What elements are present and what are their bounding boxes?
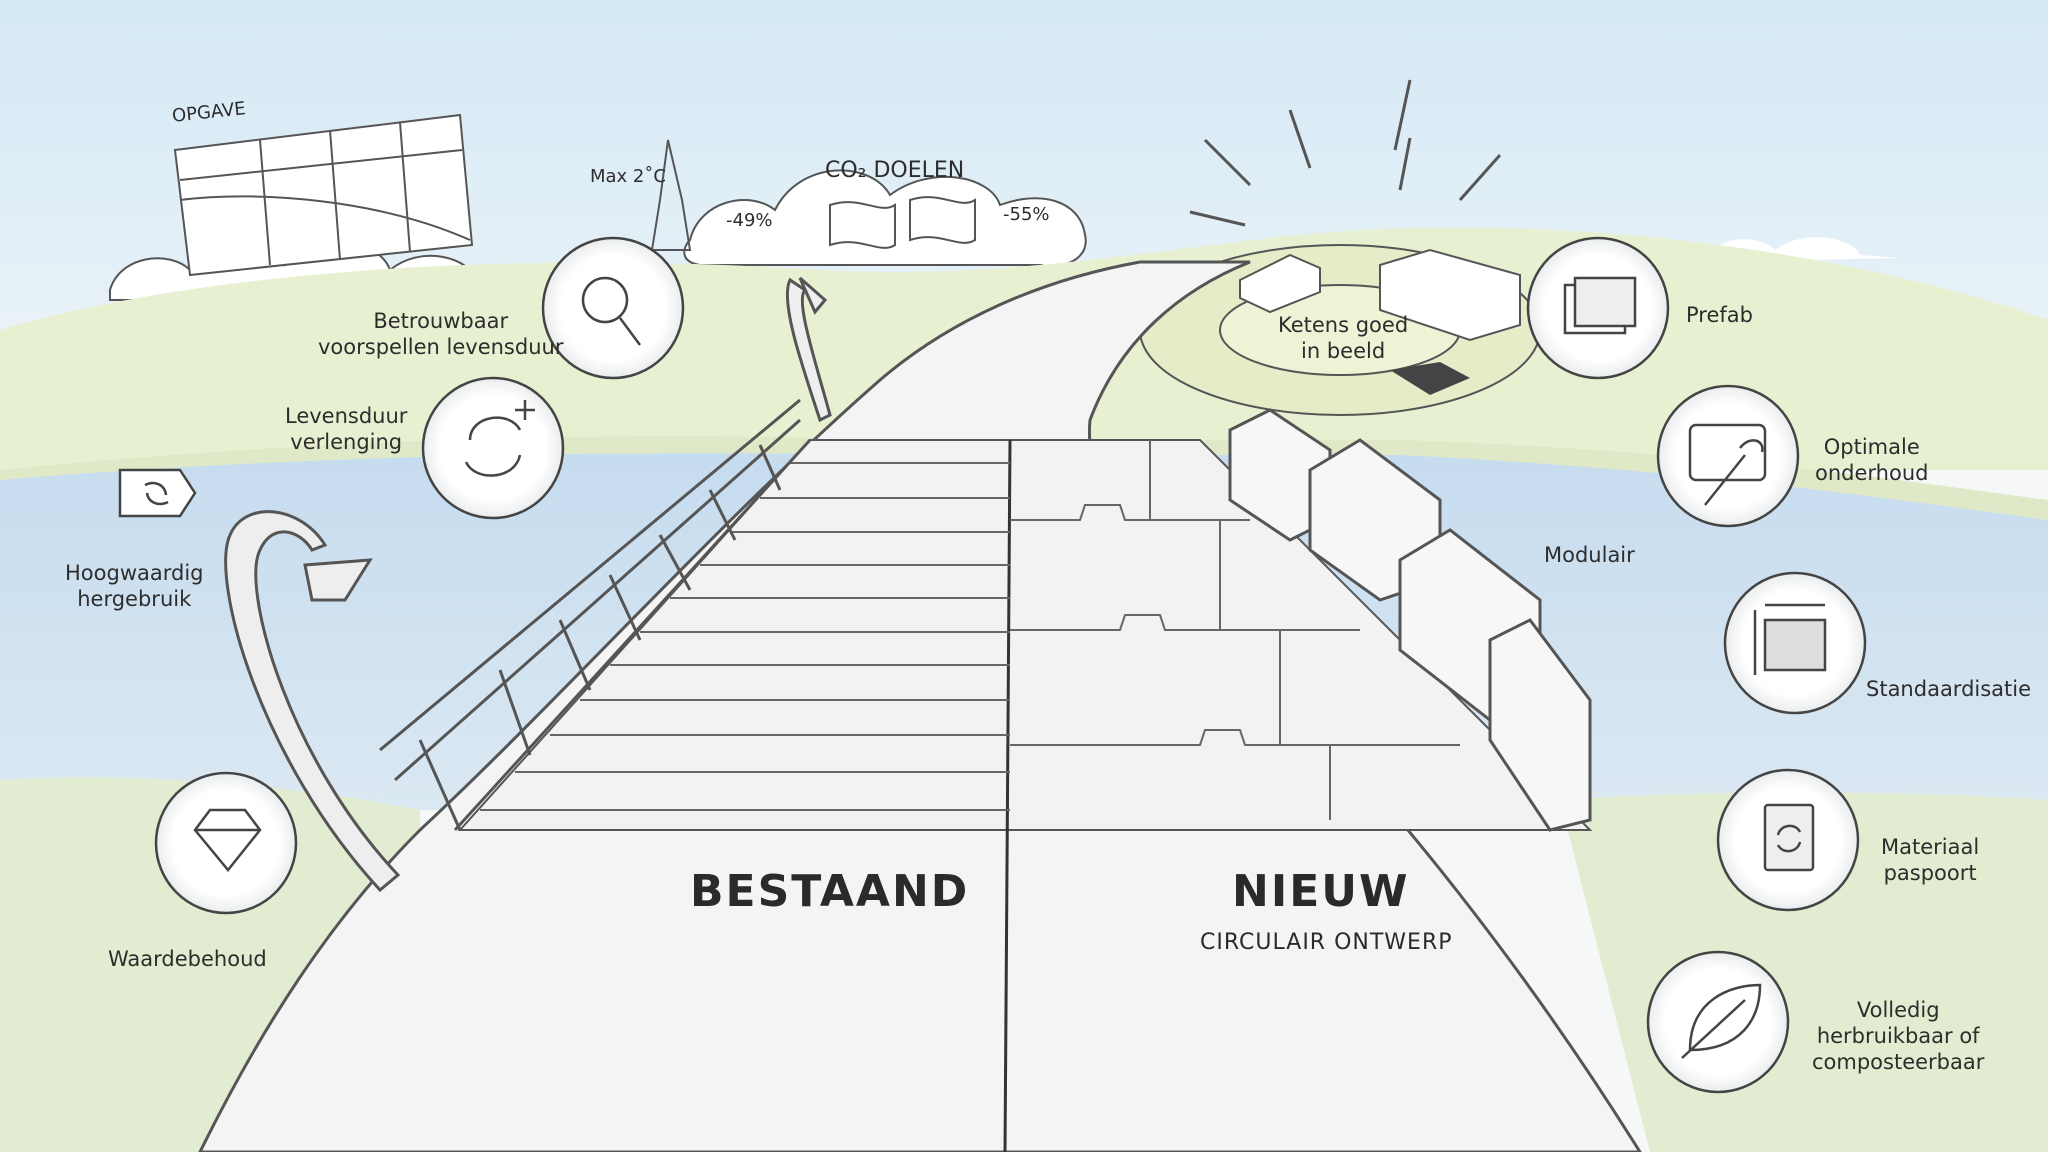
panels-icon [1563,276,1637,335]
existing-deck-planks [480,462,1010,811]
label-modulair: Modulair [1544,543,1635,567]
bestaand-heading: BESTAAND [690,866,970,917]
wrench-tablet-icon [1688,423,1767,506]
circle-waardebehoud [154,771,298,915]
label-hergebruik: Hoogwaardig hergebruik [65,561,204,611]
label-paspoort: Materiaal paspoort [1881,835,1980,885]
lamp-posts [224,276,832,893]
module-icon [1390,362,1470,395]
label-standaardisatie: Standaardisatie [1866,677,2032,701]
recycle-plus-icon [464,400,535,477]
label-volledig: Volledig herbruikbaar of composteerbaar [1812,998,1985,1074]
label-betrouwbaar: Betrouwbaar voorspellen levensduur [318,309,564,359]
diamond-icon [193,808,262,872]
passport-icon [1763,803,1815,872]
flags-icon [829,196,976,249]
label-levensduur: Levensduur verlenging [285,404,408,454]
sun-rays [1189,79,1502,227]
pct-nl-label: -49% [726,210,773,231]
circle-onderhoud [1656,384,1800,528]
circle-betrouwbaar [541,236,685,380]
modular-barriers [1228,408,1592,832]
circulair-ontwerp-subheading: CIRCULAIR ONTWERP [1200,930,1453,955]
truck-icon [1239,253,1321,314]
circle-volledig [1646,950,1790,1094]
label-waardebehoud: Waardebehoud [108,947,267,971]
label-ketens: Ketens goed in beeld [1278,313,1409,363]
pct-eu-label: -55% [1003,204,1050,225]
opgave-chart [173,113,474,277]
leaf-icon [1681,983,1762,1059]
eiffel-tower-icon [650,139,692,251]
tag-icon [118,468,197,518]
dimension-panel-icon [1753,603,1827,675]
factory-building-icon [1379,248,1521,342]
co2-title: CO₂ DOELEN [825,158,965,183]
max-temperature-label: Max 2˚C [590,166,666,187]
left-railing [379,398,812,832]
magnifier-icon [581,276,642,346]
label-onderhoud: Optimale onderhoud [1815,435,1929,485]
nieuw-heading: NIEUW [1232,866,1410,917]
label-prefab: Prefab [1686,303,1753,327]
new-deck-modules [1010,440,1460,820]
circle-levensduur [421,376,565,520]
